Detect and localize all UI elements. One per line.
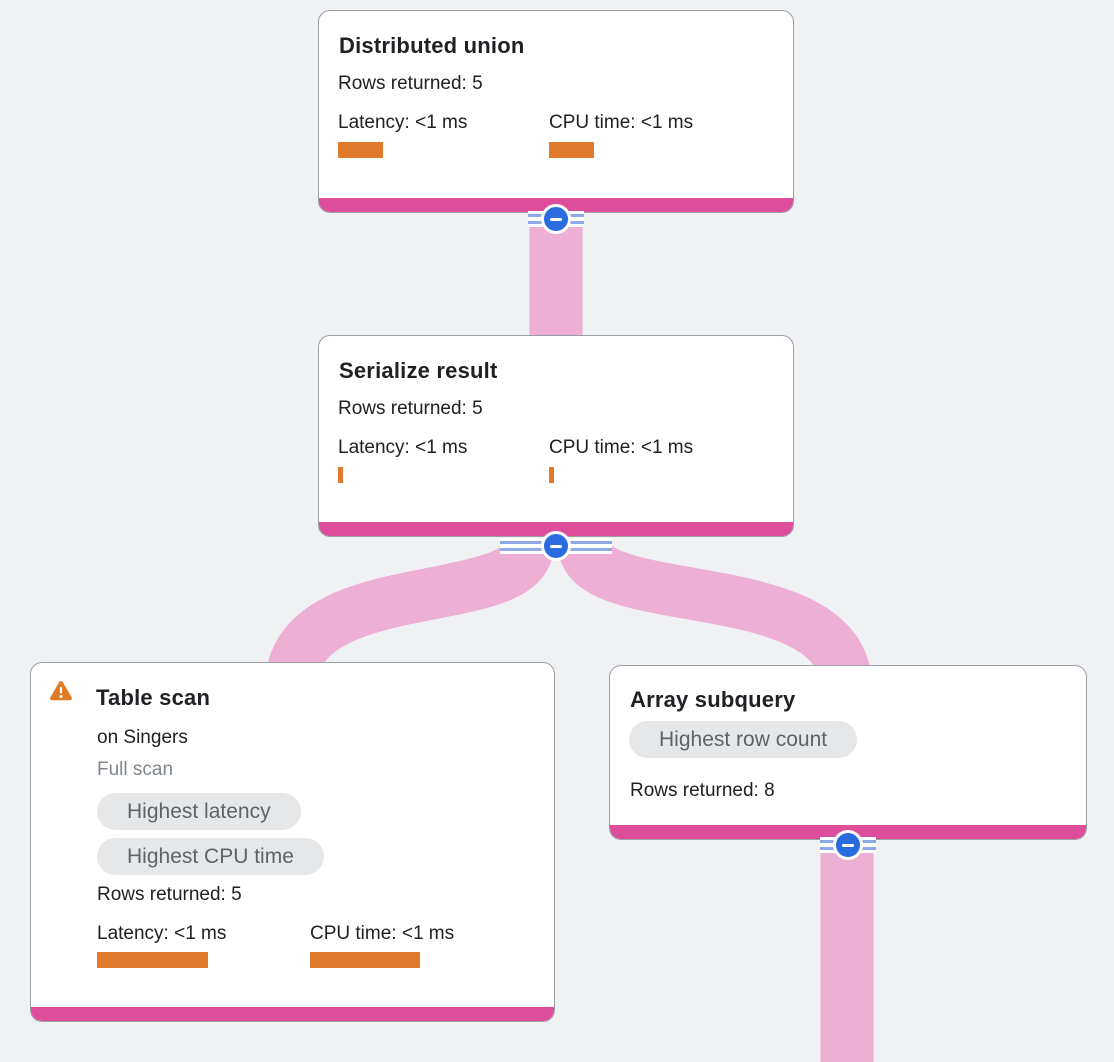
edge-serialize-result-to-array-subquery xyxy=(558,539,872,688)
scan-type-label: Full scan xyxy=(97,759,174,780)
badge-highest-row-count: Highest row count xyxy=(629,721,858,758)
cpu-time-bar xyxy=(549,467,554,483)
cpu-time-label: CPU time: <1 ms xyxy=(310,923,455,944)
rows-returned: Rows returned: 8 xyxy=(630,780,775,801)
latency-label: Latency: <1 ms xyxy=(338,112,468,133)
rows-returned: Rows returned: 5 xyxy=(97,884,242,905)
node-serialize-result[interactable]: Serialize result Rows returned: 5 Latenc… xyxy=(318,335,794,537)
collapse-circle[interactable] xyxy=(541,204,571,234)
collapse-button-distributed-union[interactable] xyxy=(528,204,584,234)
rows-returned: Rows returned: 5 xyxy=(338,73,483,94)
node-footer-bar xyxy=(31,1007,554,1021)
minus-icon xyxy=(550,544,562,548)
node-title: Array subquery xyxy=(630,687,796,712)
latency-bar xyxy=(338,142,383,158)
collapse-circle[interactable] xyxy=(541,531,571,561)
minus-icon xyxy=(550,217,562,221)
cpu-time-bar xyxy=(310,952,420,968)
cpu-time-label: CPU time: <1 ms xyxy=(549,437,694,458)
badge-highest-cpu-time: Highest CPU time xyxy=(97,838,324,875)
rows-returned: Rows returned: 5 xyxy=(338,398,483,419)
collapse-button-array-subquery[interactable] xyxy=(820,830,876,860)
cpu-time-bar xyxy=(549,142,594,158)
cpu-time-label: CPU time: <1 ms xyxy=(549,112,694,133)
latency-label: Latency: <1 ms xyxy=(338,437,468,458)
latency-bar xyxy=(97,952,208,968)
minus-icon xyxy=(842,843,854,847)
node-distributed-union[interactable]: Distributed union Rows returned: 5 Laten… xyxy=(318,10,794,213)
node-array-subquery[interactable]: Array subquery Highest row count Rows re… xyxy=(609,665,1087,840)
warning-icon xyxy=(50,680,72,701)
node-title: Table scan xyxy=(96,685,211,710)
latency-bar xyxy=(338,467,343,483)
node-title: Distributed union xyxy=(339,33,525,58)
node-footer-bar xyxy=(319,522,793,536)
collapse-button-serialize-result[interactable] xyxy=(500,531,612,561)
edge-serialize-result-to-table-scan xyxy=(265,539,554,688)
collapse-circle[interactable] xyxy=(833,830,863,860)
node-subtitle: on Singers xyxy=(97,727,188,748)
badge-highest-latency: Highest latency xyxy=(97,793,301,830)
latency-label: Latency: <1 ms xyxy=(97,923,227,944)
node-title: Serialize result xyxy=(339,358,498,383)
node-table-scan[interactable]: Table scan on Singers Full scan Highest … xyxy=(30,662,555,1022)
